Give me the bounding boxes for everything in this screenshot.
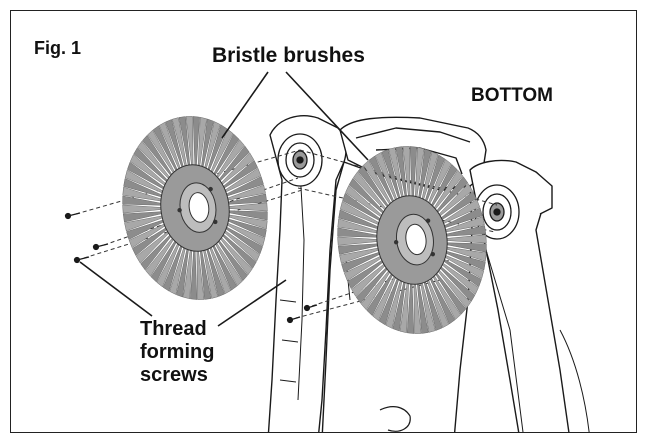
screws-label-line: screws [140, 364, 208, 386]
brush-center-hole [188, 192, 210, 223]
orientation-label: BOTTOM [471, 85, 553, 106]
screw-icon [92, 243, 109, 251]
screw-hole [430, 251, 436, 257]
screw-hole [393, 240, 399, 245]
screw-icon [73, 256, 90, 264]
left-bristle-brush [122, 116, 268, 300]
screw-hole [177, 207, 182, 213]
brush-center-hole [405, 223, 427, 256]
thread-forming-screws [64, 212, 318, 324]
right-bristle-brush [337, 146, 487, 334]
screw-hole [425, 218, 431, 223]
left-mounting-hub [277, 133, 323, 187]
screws-label-line: forming [140, 341, 215, 363]
figure-number: Fig. 1 [34, 38, 82, 58]
screws-label-line: Thread [140, 318, 207, 340]
right-mounting-hub [474, 184, 520, 240]
thread-forming-screws-label: Thread forming screws [140, 318, 214, 387]
screw-hole [213, 219, 218, 225]
callout-leader-lines [79, 71, 369, 327]
screw-icon [286, 316, 301, 324]
screw-icon [303, 304, 318, 312]
screw-hole [208, 186, 213, 192]
bristle-brushes-label: Bristle brushes [212, 44, 365, 67]
screw-icon [64, 212, 81, 220]
